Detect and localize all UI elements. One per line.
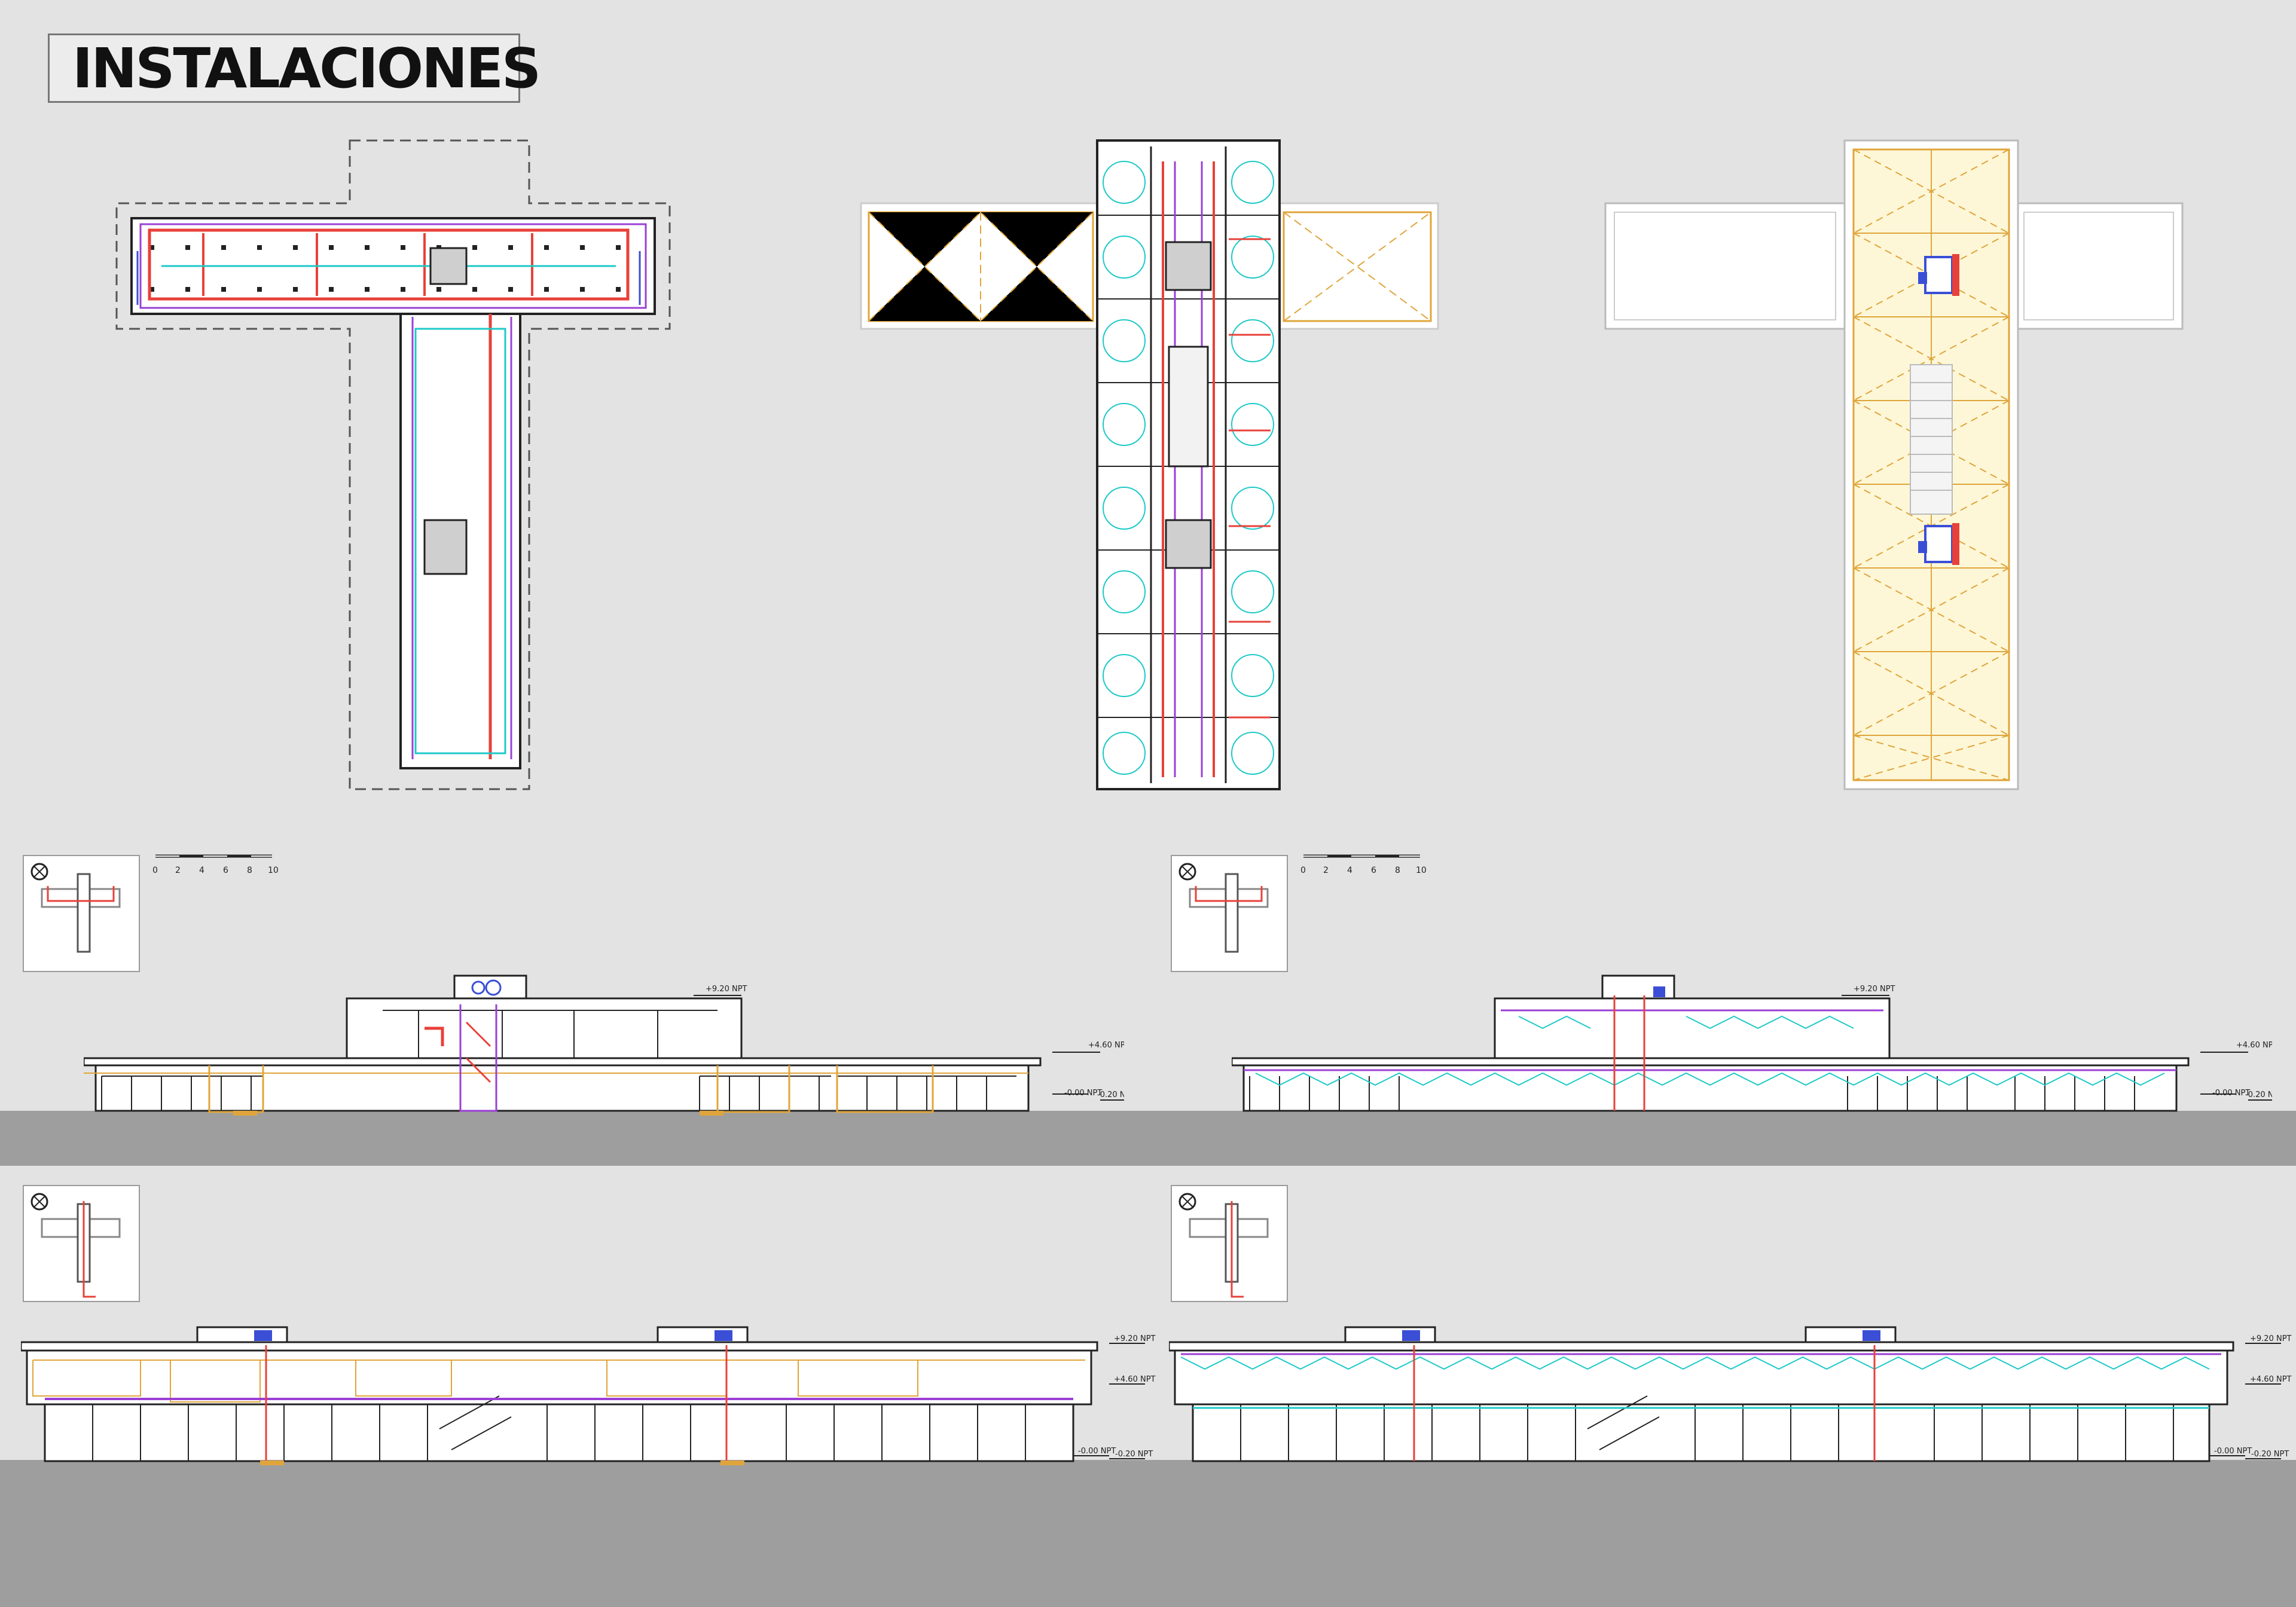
level-label: -0.20 NPT bbox=[2245, 1090, 2272, 1099]
level-label: -0.20 NPT bbox=[1097, 1090, 1124, 1099]
ground-band-1 bbox=[0, 1111, 2296, 1166]
page-title: INSTALACIONES bbox=[72, 36, 541, 100]
level-label: +4.60 NPT bbox=[1114, 1375, 1156, 1384]
title-box: INSTALACIONES bbox=[48, 33, 541, 103]
scale-tick: 4 bbox=[1347, 866, 1352, 875]
level-label: -0.00 NPT bbox=[2214, 1447, 2252, 1456]
level-label: +4.60 NPT bbox=[2250, 1375, 2292, 1384]
scale-tick: 8 bbox=[1395, 866, 1400, 875]
key-plan-section-b bbox=[1171, 855, 1288, 972]
level-label: +9.20 NPT bbox=[2250, 1334, 2292, 1343]
key-plan-section-d bbox=[1171, 1185, 1288, 1302]
level-label: -0.00 NPT bbox=[1064, 1089, 1102, 1098]
section-b-water: +9.20 NPT +4.60 NPT -0.00 NPT -0.20 NPT bbox=[1232, 974, 2272, 1112]
level-label: -0.00 NPT bbox=[1078, 1447, 1116, 1456]
ground-band-2 bbox=[0, 1460, 2296, 1607]
scale-tick: 10 bbox=[1416, 866, 1427, 875]
scale-tick: 0 bbox=[152, 866, 158, 875]
key-plan-section-a bbox=[23, 855, 140, 972]
scale-tick: 2 bbox=[1323, 866, 1329, 875]
level-label: -0.00 NPT bbox=[2212, 1089, 2250, 1098]
level-label: -0.20 NPT bbox=[2251, 1450, 2289, 1459]
scale-tick: 6 bbox=[1371, 866, 1376, 875]
level-label: +9.20 NPT bbox=[706, 985, 747, 994]
scale-tick: 0 bbox=[1300, 866, 1306, 875]
key-plan-section-c bbox=[23, 1185, 140, 1302]
scale-tick: 10 bbox=[268, 866, 279, 875]
plan-ground-floor bbox=[115, 139, 671, 790]
section-c-lighting: +9.20 NPT +4.60 NPT -0.00 NPT -0.20 NPT bbox=[21, 1326, 1156, 1465]
scale-tick: 4 bbox=[199, 866, 204, 875]
section-a-lighting: +9.20 NPT +4.60 NPT -0.00 NPT -0.20 NPT bbox=[84, 974, 1124, 1116]
scale-bar-1: 0 2 4 6 8 10 bbox=[152, 854, 279, 875]
level-label: +9.20 NPT bbox=[1854, 985, 1895, 994]
level-label: +4.60 NPT bbox=[1088, 1041, 1124, 1050]
section-d-water: +9.20 NPT +4.60 NPT -0.00 NPT -0.20 NPT bbox=[1169, 1326, 2292, 1462]
level-label: +4.60 NPT bbox=[2236, 1041, 2272, 1050]
level-label: +9.20 NPT bbox=[1114, 1334, 1156, 1343]
plan-upper-floor bbox=[860, 139, 1439, 790]
scale-tick: 2 bbox=[175, 866, 181, 875]
scale-tick: 8 bbox=[247, 866, 252, 875]
plan-roof bbox=[1604, 139, 2184, 790]
level-label: -0.20 NPT bbox=[1115, 1450, 1153, 1459]
scale-bar-2: 0 2 4 6 8 10 bbox=[1300, 854, 1427, 875]
scale-tick: 6 bbox=[223, 866, 228, 875]
